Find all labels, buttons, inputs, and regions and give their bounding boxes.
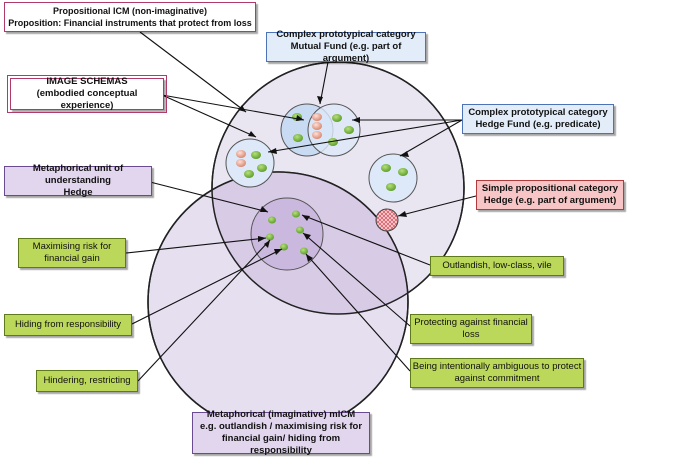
arrow-hiding	[131, 248, 283, 325]
hindering-text: Hindering, restricting	[43, 375, 131, 386]
arrow-metaphorical-unit	[149, 181, 269, 213]
maximising-risk-line1: Maximising risk for	[32, 241, 112, 252]
arrow-hedge-fund-2	[267, 119, 463, 153]
mutual-fund-title: Complex prototypical category	[276, 29, 416, 40]
green-dot	[328, 138, 338, 146]
maximising-risk-line2: financial gain	[44, 253, 100, 264]
arrowheads	[238, 96, 409, 262]
green-dot	[296, 226, 304, 234]
green-dot	[332, 114, 342, 122]
green-dot	[292, 210, 300, 218]
arrow-hindering	[137, 239, 271, 382]
hiding-text: Hiding from responsibility	[14, 319, 122, 330]
micm-line2: e.g. outlandish / maximising risk for	[199, 421, 363, 432]
protecting-line1: Protecting against financial	[414, 317, 528, 328]
hedge-fund-circle	[368, 153, 418, 203]
arrow-hedge-fund-3	[399, 119, 463, 157]
arrow-propositional-icm	[139, 31, 247, 113]
propositional-icm-outline	[211, 61, 465, 315]
outlandish-text: Outlandish, low-class, vile	[442, 260, 552, 271]
pink-dot	[236, 159, 246, 167]
arrow-simple-category	[397, 195, 477, 217]
micm-title: Metaphorical (imaginative) mICM	[206, 409, 356, 420]
metaphorical-unit-box: Metaphorical unit of understanding Hedge	[4, 163, 152, 198]
ambiguous-line2: against commitment	[454, 373, 540, 384]
arrow-image-schemas-2	[161, 94, 305, 121]
hedge-fund-subtitle: Hedge Fund (e.g. predicate)	[475, 119, 601, 130]
pink-dot	[236, 150, 246, 158]
connector-lines	[125, 31, 477, 382]
maximising-risk-box: Maximising risk for financial gain	[18, 238, 126, 268]
green-dot	[251, 151, 261, 159]
simple-category-circle	[375, 208, 399, 232]
pink-dot	[312, 113, 322, 121]
image-schemas-subtitle: (embodied conceptual experience)	[36, 88, 138, 111]
pink-dot	[312, 122, 322, 130]
arrow-image-schemas-1	[161, 94, 257, 138]
green-dot	[266, 233, 274, 241]
metaphorical-unit-subtitle: Hedge	[63, 187, 93, 198]
hedge-fund-title: Complex prototypical category	[468, 107, 608, 118]
green-dot	[398, 168, 408, 176]
protecting-line2: loss	[462, 329, 480, 340]
green-dot	[293, 134, 303, 142]
propositional-icm-subtitle: Proposition: Financial instruments that …	[8, 18, 252, 28]
green-dot	[300, 247, 308, 255]
green-dot	[381, 164, 391, 172]
metaphorical-unit-title: Metaphorical unit of understanding	[32, 163, 124, 186]
image-schemas-title: IMAGE SCHEMAS	[46, 76, 128, 87]
micm-line3: financial gain/ hiding from responsibili…	[221, 433, 341, 456]
image-schemas-box: IMAGE SCHEMAS (embodied conceptual exper…	[7, 75, 167, 113]
green-dot	[244, 170, 254, 178]
green-dot	[257, 164, 267, 172]
ambiguous-line1: Being intentionally ambiguous to protect	[412, 361, 582, 372]
micm-box: Metaphorical (imaginative) mICM e.g. out…	[192, 409, 370, 456]
arrow-maximising-risk	[125, 237, 267, 254]
arrow-outlandish	[301, 214, 431, 266]
left-category-circle	[225, 138, 275, 188]
hiding-box: Hiding from responsibility	[4, 314, 132, 336]
mutual-fund-box: Complex prototypical category Mutual Fun…	[266, 29, 426, 64]
arrow-protecting	[302, 232, 411, 327]
outlandish-box: Outlandish, low-class, vile	[430, 256, 564, 276]
simple-propositional-title: Simple propositional category	[481, 183, 619, 194]
propositional-icm-title: Propositional ICM (non-imaginative)	[52, 6, 207, 16]
ambiguous-box: Being intentionally ambiguous to protect…	[410, 358, 584, 388]
hedge-fund-box: Complex prototypical category Hedge Fund…	[462, 104, 614, 134]
simple-propositional-box: Simple propositional category Hedge (e.g…	[476, 180, 624, 210]
category-dots	[236, 113, 408, 255]
mutual-fund-subtitle: Mutual Fund (e.g. part of argument)	[290, 41, 402, 64]
hindering-box: Hindering, restricting	[36, 370, 138, 392]
green-dot	[344, 126, 354, 134]
green-dot	[386, 183, 396, 191]
simple-propositional-subtitle: Hedge (e.g. part of argument)	[483, 195, 617, 206]
green-dot	[280, 243, 288, 251]
arrow-ambiguous	[305, 253, 411, 372]
pink-dot	[312, 131, 322, 139]
green-dot	[268, 216, 276, 224]
propositional-icm-box: Propositional ICM (non-imaginative) Prop…	[4, 2, 256, 32]
protecting-box: Protecting against financial loss	[410, 314, 532, 344]
